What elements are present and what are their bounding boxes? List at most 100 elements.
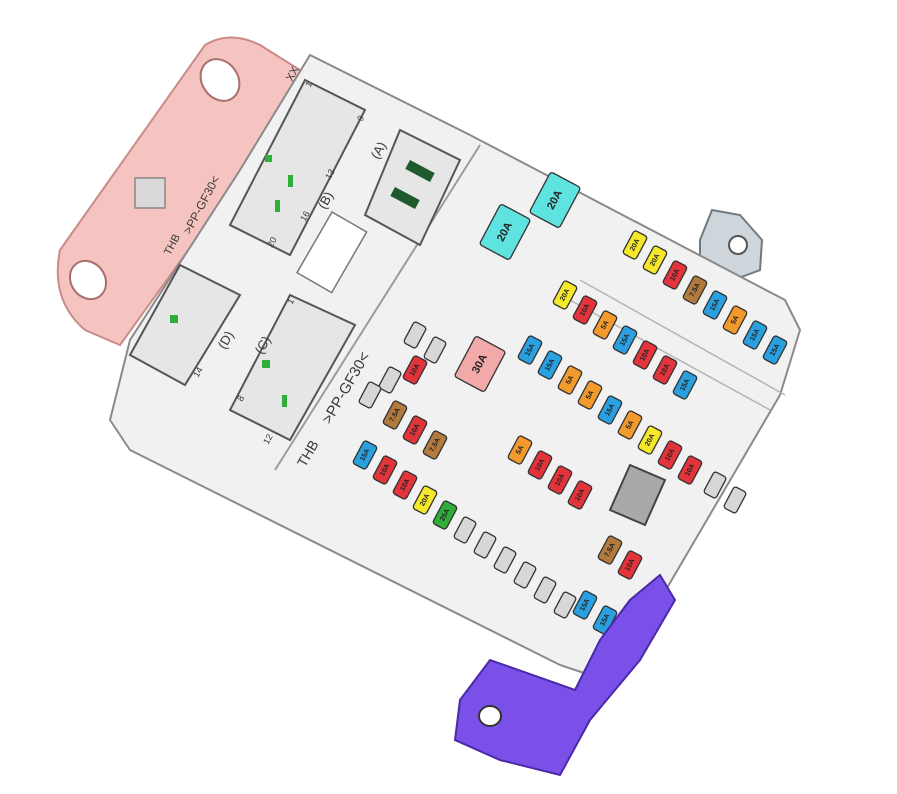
large-fuse-2: 20A — [479, 204, 531, 260]
fuse-layer: 20A20A30A20A20A10A7.5A15A5A15A15A20A10A5… — [352, 172, 788, 635]
mini-fuse-10-body — [572, 295, 598, 325]
mini-fuse-19: 5A — [577, 380, 603, 410]
empty-fuse-slot-4-body — [513, 561, 537, 589]
mini-fuse-27: 10A — [402, 415, 428, 445]
mini-fuse-21-body — [617, 410, 643, 440]
connector-a-pin-1 — [405, 160, 435, 182]
pink-bracket-hole-top — [199, 58, 241, 102]
mini-fuse-12-body — [612, 325, 638, 355]
large-fuse-2-body — [479, 204, 531, 260]
mini-fuse-32: 20A — [412, 485, 438, 515]
connector-a-body — [363, 128, 462, 247]
pink-bracket-slot — [134, 177, 166, 209]
mini-fuse-39: 10A — [617, 550, 643, 580]
mini-fuse-11-label: 5A — [600, 320, 610, 331]
mini-fuse-7: 15A — [742, 320, 768, 350]
empty-fuse-slot-12-body — [723, 486, 747, 514]
mini-fuse-16: 15A — [517, 335, 543, 365]
mini-fuse-38-body — [597, 535, 623, 565]
large-fuse-3: 30A — [454, 336, 506, 392]
empty-fuse-slot-12 — [723, 486, 747, 514]
mini-fuse-23: 10A — [657, 440, 683, 470]
mini-fuse-10: 10A — [572, 295, 598, 325]
mini-fuse-18-label: 5A — [565, 375, 575, 386]
mini-fuse-5-body — [702, 290, 728, 320]
mini-fuse-1-body — [622, 230, 648, 260]
pink-bracket: >PP-GF30< THB XX — [56, 36, 302, 347]
mini-fuse-18-body — [557, 365, 583, 395]
mini-fuse-17-body — [537, 350, 563, 380]
mini-fuse-40-body — [572, 590, 598, 620]
empty-fuse-slot-3 — [493, 546, 517, 574]
empty-fuse-slot-8-body — [423, 336, 447, 364]
mini-fuse-15: 15A — [672, 370, 698, 400]
empty-fuse-slot-10-body — [358, 381, 382, 409]
mini-fuse-16-body — [517, 335, 543, 365]
mini-fuse-31: 10A — [392, 470, 418, 500]
purple-bracket-body — [453, 573, 677, 777]
connector-b-pin-1: 1 — [303, 80, 314, 89]
metal-bracket-hole — [728, 235, 748, 255]
label-plate — [295, 210, 368, 294]
empty-fuse-slot-1-body — [453, 516, 477, 544]
mini-fuse-4-body — [682, 275, 708, 305]
mini-fuse-28-body — [422, 430, 448, 460]
mini-fuse-39-body — [617, 550, 643, 580]
housing-divider — [274, 144, 481, 471]
mini-fuse-8-body — [762, 335, 788, 365]
empty-fuse-slot-1 — [453, 516, 477, 544]
large-fuse-1-body — [529, 172, 581, 228]
connector-a: (A) — [363, 128, 462, 247]
mini-fuse-5: 15A — [702, 290, 728, 320]
connector-c-green-2 — [282, 395, 287, 407]
purple-bracket — [453, 573, 677, 777]
connector-b-pin-9: 9 — [355, 114, 366, 123]
mini-fuse-22: 20A — [637, 425, 663, 455]
mini-fuse-13-body — [632, 340, 658, 370]
mini-fuse-35: 10A — [527, 450, 553, 480]
mini-fuse-22-body — [637, 425, 663, 455]
mini-fuse-37-body — [567, 480, 593, 510]
mini-fuse-14-body — [652, 355, 678, 385]
mini-fuse-19-body — [577, 380, 603, 410]
connector-c-body — [228, 293, 357, 442]
mini-fuse-13: 10A — [632, 340, 658, 370]
mini-fuse-3-body — [662, 260, 688, 290]
mini-fuse-21: 5A — [617, 410, 643, 440]
purple-bracket-hole — [478, 705, 502, 727]
large-fuse-3-body — [454, 336, 506, 392]
mini-fuse-34-body — [507, 435, 533, 465]
mini-fuse-6: 5A — [722, 305, 748, 335]
mini-fuse-20: 15A — [597, 395, 623, 425]
mini-fuse-36-body — [547, 465, 573, 495]
mini-fuse-21-label: 5A — [625, 420, 635, 431]
mini-fuse-11: 5A — [592, 310, 618, 340]
mini-fuse-32-body — [412, 485, 438, 515]
connector-b-pin-13: 13 — [323, 167, 337, 181]
connector-d-body — [128, 263, 242, 387]
mini-fuse-34: 5A — [507, 435, 533, 465]
connector-c-pin-12: 12 — [261, 432, 275, 446]
mini-fuse-24-body — [677, 455, 703, 485]
empty-fuse-slot-5 — [533, 576, 557, 604]
mini-fuse-18: 5A — [557, 365, 583, 395]
mini-fuse-34-label: 5A — [515, 445, 525, 456]
connector-a-pin-2 — [390, 187, 420, 209]
relay — [608, 463, 667, 527]
empty-fuse-slot-2 — [473, 531, 497, 559]
mini-fuse-6-label: 5A — [730, 315, 740, 326]
mini-fuse-26-body — [382, 400, 408, 430]
mini-fuse-17: 15A — [537, 350, 563, 380]
mini-fuse-14: 10A — [652, 355, 678, 385]
mini-fuse-35-body — [527, 450, 553, 480]
connector-b-pin-20: 20 — [265, 235, 279, 249]
mini-fuse-12: 15A — [612, 325, 638, 355]
mini-fuse-33: 25A — [432, 500, 458, 530]
mini-fuse-40: 15A — [572, 590, 598, 620]
mini-fuse-19-label: 5A — [585, 390, 595, 401]
empty-fuse-slot-4 — [513, 561, 537, 589]
mini-fuse-37: 10A — [567, 480, 593, 510]
empty-fuse-slot-9-body — [378, 366, 402, 394]
